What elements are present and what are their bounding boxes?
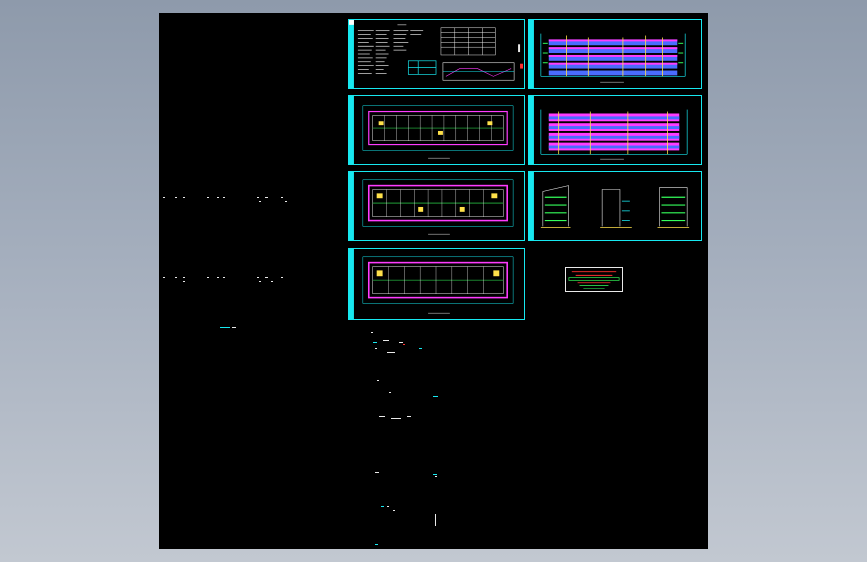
sheet-floor-plan-1[interactable] xyxy=(348,95,525,165)
sheet-elevation-sections[interactable] xyxy=(528,171,702,241)
sheet-elevation-back[interactable] xyxy=(528,95,702,165)
sheet-elevation-front[interactable] xyxy=(528,19,702,89)
elevation-sections-drawing xyxy=(529,172,690,240)
elevation-back-drawing xyxy=(529,96,688,164)
drawing-canvas[interactable] xyxy=(159,13,708,549)
stray-annotations-left xyxy=(161,193,301,303)
title-block[interactable] xyxy=(565,267,623,292)
sheet-floor-plan-2[interactable] xyxy=(348,171,525,241)
stray-annotations-bottom xyxy=(359,328,519,548)
floor-plan-3-drawing xyxy=(349,249,514,319)
elevation-front-drawing xyxy=(529,20,686,88)
sheet-design-notes[interactable] xyxy=(348,19,525,89)
floor-plan-2-drawing xyxy=(349,172,514,240)
title-block-drawing xyxy=(568,271,620,289)
stray-annotation-mid xyxy=(219,325,239,331)
notes-drawing xyxy=(349,20,524,88)
floor-plan-1-drawing xyxy=(349,96,514,164)
sheet-floor-plan-3[interactable] xyxy=(348,248,525,320)
